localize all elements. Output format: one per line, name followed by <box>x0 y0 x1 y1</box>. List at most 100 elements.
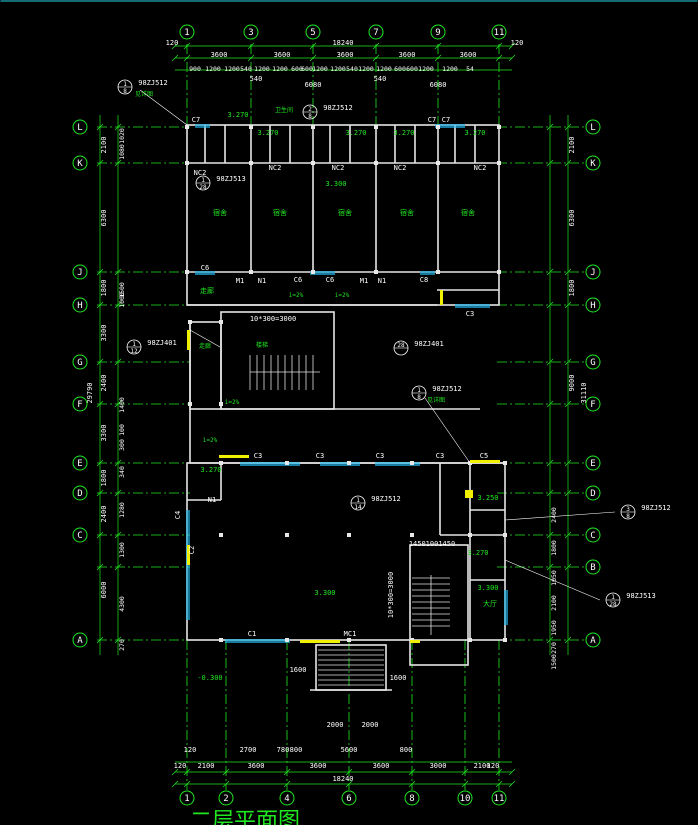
dim-top-edge-left: 120 <box>166 39 179 47</box>
dim-top-detail: 1200 <box>205 65 221 73</box>
axis-bubble-label: 2 <box>223 794 228 804</box>
landing-dim: 1600 <box>290 666 307 674</box>
window-label-c7: C7 <box>192 116 200 124</box>
slope-mark: i=2% <box>203 437 218 444</box>
column <box>249 125 253 129</box>
column <box>285 638 289 642</box>
level-mark: 3.270 <box>227 111 248 119</box>
axis-bubble <box>585 155 601 171</box>
column <box>497 161 501 165</box>
dim-tick <box>183 780 191 788</box>
dim-tick <box>546 301 554 309</box>
window-label-c3: C3 <box>254 452 262 460</box>
dim-tick <box>171 780 179 788</box>
dim-tick <box>114 268 122 276</box>
dim-left-outer: 2400 <box>100 506 108 523</box>
column <box>311 270 315 274</box>
axis-bubble-label: J <box>590 268 595 278</box>
axis-bubble-label: 10 <box>460 794 471 804</box>
axis-bubble-label: F <box>77 400 82 410</box>
detail-ref-den: 8 <box>626 513 630 520</box>
dim-tick <box>546 400 554 408</box>
dim-right-outer: 1800 <box>568 280 576 297</box>
column <box>436 270 440 274</box>
detail-ref-den: 12 <box>130 348 138 355</box>
room-label-dorm: 宿舍 <box>338 208 352 217</box>
dim-tick <box>508 54 516 62</box>
axis-bubble <box>72 396 88 412</box>
dim-bottom-detail: 120 <box>184 746 197 754</box>
axis-bubble <box>72 155 88 171</box>
dim-right-outer: 6300 <box>568 210 576 227</box>
dim-bottom-edge: 120 <box>487 762 500 770</box>
dim-right-total: 31110 <box>580 382 588 403</box>
room-label-corridor-2: 走廊 <box>199 342 211 350</box>
dim-tick <box>564 268 572 276</box>
door-highlight <box>410 640 420 643</box>
column <box>503 533 507 537</box>
detail-ref-den: 8 <box>308 113 312 120</box>
column <box>249 161 253 165</box>
door-label: N1 <box>208 496 216 504</box>
axis-bubble-label: G <box>590 358 595 368</box>
column <box>311 125 315 129</box>
dimension-lines <box>96 42 572 788</box>
dim-left-outer: 3300 <box>100 425 108 442</box>
axis-bubble-label: L <box>77 123 82 133</box>
leader-line <box>189 329 221 348</box>
dim-top-span: 3600 <box>274 51 291 59</box>
detail-ref-num: 1 <box>356 497 360 504</box>
dim-left-outer: 2400 <box>100 375 108 392</box>
dim-tick <box>564 159 572 167</box>
axis-bubble-label: L <box>590 123 595 133</box>
window-label-c2: C2 <box>188 546 196 554</box>
dim-top-detail: 600 <box>394 65 406 73</box>
column <box>249 270 253 274</box>
axis-bubble <box>585 485 601 501</box>
dim-tick <box>96 301 104 309</box>
detail-ref-num: 28 <box>397 342 405 349</box>
dim-left-outer: 6300 <box>100 210 108 227</box>
detail-ref-num: 1 <box>611 594 615 601</box>
frame-top <box>0 0 698 2</box>
dim-bottom-detail: 800 <box>400 746 413 754</box>
drawing-title: 二层平面图 <box>190 809 300 825</box>
dim-tick <box>171 42 179 50</box>
dim-left-total: 29790 <box>86 382 94 403</box>
room-label-dorm: 宿舍 <box>273 208 287 217</box>
column <box>410 461 414 465</box>
dim-tick <box>408 768 416 776</box>
dim-top-detail: 1200 <box>330 65 346 73</box>
room-label-dorm: 宿舍 <box>400 208 414 217</box>
dim-tick <box>546 123 554 131</box>
dim-left-outer: 1800 <box>100 470 108 487</box>
dim-bottom-span: 3000 <box>430 762 447 770</box>
axis-bubble <box>585 396 601 412</box>
detail-ref-num: 2 <box>308 106 312 113</box>
dim-top-detail: 540 <box>346 65 358 73</box>
window-label-c6: C6 <box>326 276 334 284</box>
dim-tick <box>114 400 122 408</box>
dim-tick <box>546 459 554 467</box>
detail-note: 见详图 <box>427 396 445 404</box>
dim-right-outer: 9000 <box>568 375 576 392</box>
axis-bubble-label: H <box>77 301 82 311</box>
dim-tick <box>495 768 503 776</box>
detail-ref-code: 98ZJ401 <box>414 340 444 348</box>
window-label-c5: C5 <box>480 452 488 460</box>
door-highlight <box>187 545 190 565</box>
column <box>468 533 472 537</box>
dim-right-inner: 2100 <box>550 595 558 611</box>
dim-top-detail: 1200 <box>376 65 392 73</box>
dim-tick <box>564 459 572 467</box>
column <box>347 461 351 465</box>
dim-tick <box>508 768 516 776</box>
axis-bubble <box>179 24 195 40</box>
dim-top-detail: 1200 <box>358 65 374 73</box>
dim-tick <box>546 159 554 167</box>
column <box>497 270 501 274</box>
column <box>185 125 189 129</box>
dim-tick <box>564 358 572 366</box>
dim-tick <box>247 54 255 62</box>
